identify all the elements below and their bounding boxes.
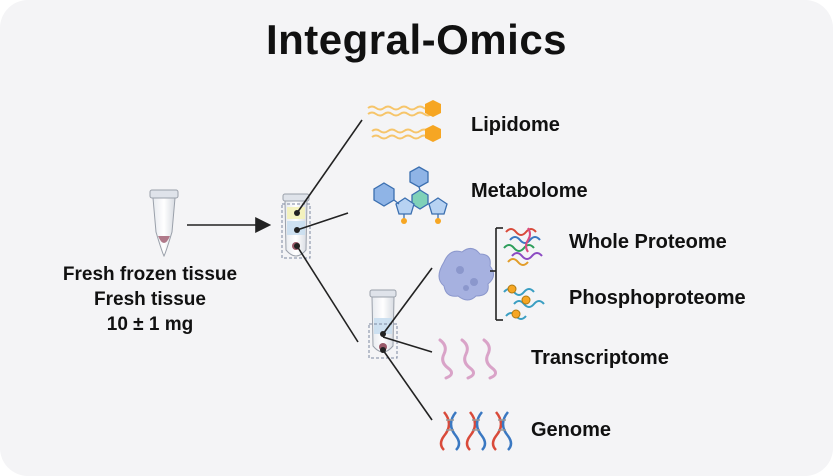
- label-metabolome: Metabolome: [471, 180, 588, 202]
- rna-icon: [438, 338, 497, 380]
- branch-dots: [294, 210, 300, 249]
- label-phosphoproteome: Phosphoproteome: [569, 287, 746, 309]
- label-whole-proteome: Whole Proteome: [569, 231, 727, 253]
- lipid-icon: [367, 100, 441, 142]
- label-lipidome: Lipidome: [471, 114, 560, 136]
- proteome-bracket: [490, 227, 503, 321]
- protein-icon: [438, 248, 494, 301]
- phosphopeptide-icon: [503, 284, 545, 320]
- lower-branch-lines: [382, 267, 433, 421]
- label-transcriptome: Transcriptome: [531, 347, 669, 369]
- sample-description: Fresh frozen tissue Fresh tissue 10 ± 1 …: [30, 262, 270, 337]
- peptides-icon: [503, 227, 543, 266]
- branch-lines: [296, 119, 363, 343]
- diagram-title: Integral-Omics: [265, 16, 568, 63]
- metabolite-icon: [373, 166, 448, 224]
- lower-branch-dots: [380, 331, 386, 353]
- sample-line-3: 10 ± 1 mg: [106, 314, 194, 335]
- dna-icon: [439, 411, 513, 451]
- sample-line-1: Fresh frozen tissue: [62, 264, 238, 285]
- sample-line-2: Fresh tissue: [94, 289, 206, 310]
- sample-tube-icon: [149, 189, 179, 258]
- label-genome: Genome: [531, 419, 612, 441]
